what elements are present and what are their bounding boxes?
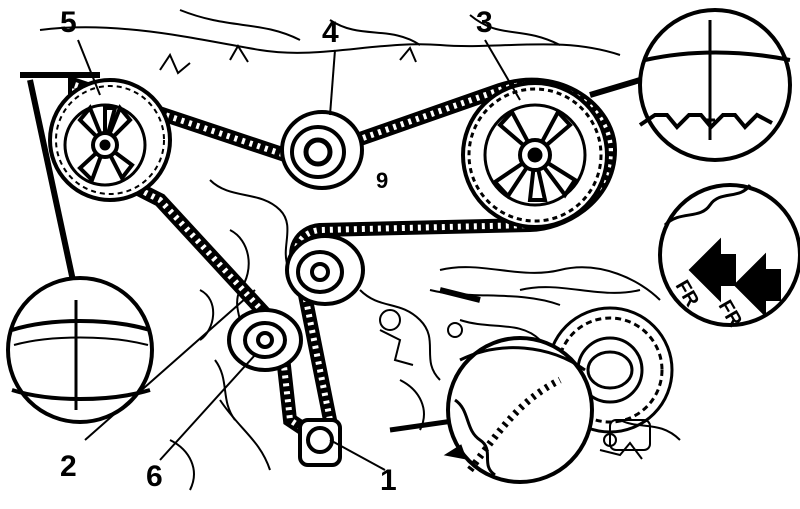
- detail-circle-left: [6, 72, 154, 424]
- idler-pulley-lower: [285, 234, 365, 306]
- callout-9: 9: [376, 168, 389, 193]
- callout-3: 3: [476, 6, 493, 39]
- callout-1: 1: [380, 464, 397, 497]
- detail-circle-top-right: [589, 8, 792, 162]
- direction-callout-circle: [439, 183, 800, 327]
- camshaft-pulley-left: [48, 78, 172, 202]
- camshaft-pulley-right: [461, 81, 609, 229]
- callout-6: 6: [146, 460, 163, 493]
- callout-5: 5: [60, 6, 77, 39]
- belt-tensioner: [227, 308, 303, 372]
- leader-lines: [77, 39, 521, 471]
- detail-circle-bottom: [389, 336, 594, 484]
- idler-pulley-upper: [280, 110, 364, 190]
- callout-2: 2: [60, 450, 77, 483]
- callout-4: 4: [322, 16, 339, 49]
